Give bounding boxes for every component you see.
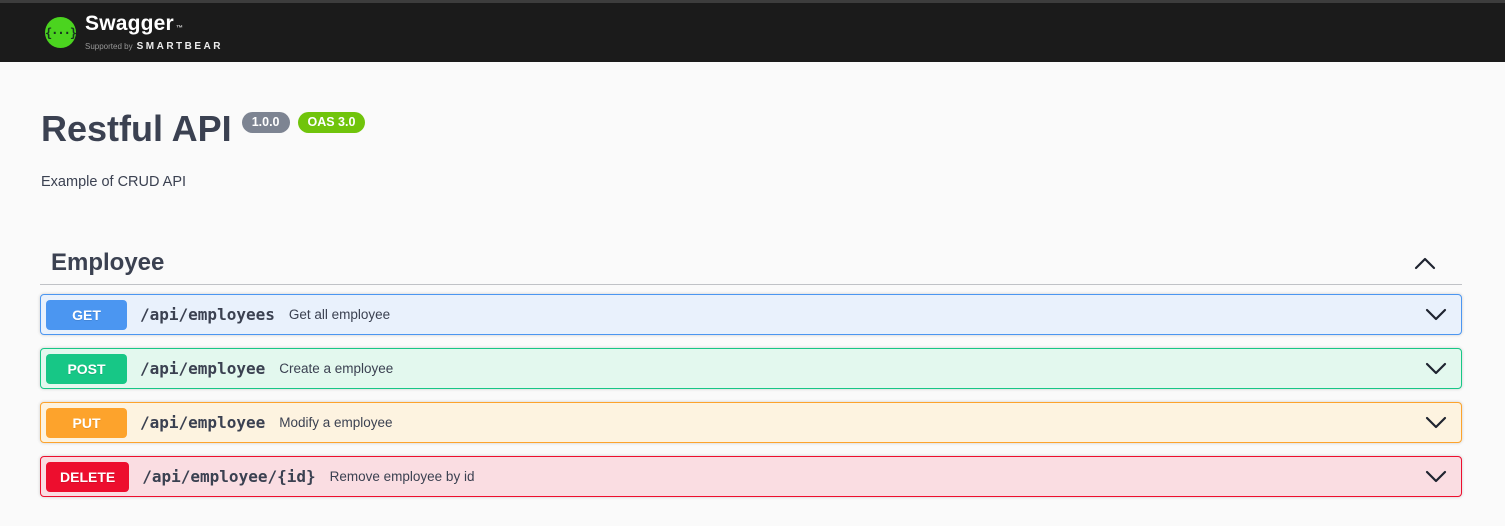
endpoint-summary: Get all employee (288, 307, 391, 323)
tag-title: Employee (51, 249, 165, 277)
expand-operation-button[interactable] (1425, 416, 1447, 429)
operations-list: GET /api/employees Get all employee POST… (40, 285, 1462, 498)
operation-row-get[interactable]: GET /api/employees Get all employee (40, 294, 1462, 336)
api-title-text: Restful API (41, 108, 232, 149)
operation-row-delete[interactable]: DELETE /api/employee/{id} Remove employe… (40, 456, 1462, 498)
chevron-down-icon (1425, 308, 1447, 321)
brand-subtitle: Supported by SMARTBEAR (85, 41, 223, 52)
method-badge: DELETE (46, 461, 130, 492)
supported-by-label: Supported by (85, 42, 133, 51)
version-badge: 1.0.0 (241, 112, 290, 133)
chevron-down-icon (1425, 362, 1447, 375)
trademark-symbol: ™ (175, 25, 184, 32)
expand-operation-button[interactable] (1425, 308, 1447, 321)
swagger-logo-icon: {···} (45, 17, 77, 48)
api-description: Example of CRUD API (41, 174, 187, 191)
method-badge: GET (46, 299, 127, 330)
api-doc-main: Restful API 1.0.0 OAS 3.0 Example of CRU… (0, 62, 1505, 498)
tag-section-employee: Employee GET /api/employees Get all empl… (40, 249, 1462, 498)
endpoint-path: /api/employee/{id} (142, 467, 316, 487)
chevron-down-icon (1425, 416, 1447, 429)
operation-row-put[interactable]: PUT /api/employee Modify a employee (40, 402, 1462, 444)
operation-row-post[interactable]: POST /api/employee Create a employee (40, 348, 1462, 390)
endpoint-summary: Modify a employee (279, 415, 393, 431)
method-badge: PUT (46, 407, 127, 438)
method-badge: POST (46, 353, 127, 384)
tag-section-header[interactable]: Employee (40, 249, 1462, 286)
endpoint-path: /api/employee (140, 413, 266, 433)
page-title: Restful API 1.0.0 OAS 3.0 (40, 107, 1462, 150)
api-info: Restful API 1.0.0 OAS 3.0 Example of CRU… (40, 62, 1462, 190)
expand-operation-button[interactable] (1425, 362, 1447, 375)
endpoint-path: /api/employee (140, 359, 266, 379)
expand-operation-button[interactable] (1425, 470, 1447, 483)
chevron-down-icon (1425, 470, 1447, 483)
oas-badge: OAS 3.0 (297, 112, 366, 133)
smartbear-label: SMARTBEAR (136, 41, 223, 52)
endpoint-summary: Remove employee by id (329, 469, 475, 485)
collapse-section-button[interactable] (1414, 257, 1436, 270)
chevron-up-icon (1414, 257, 1436, 270)
endpoint-path: /api/employees (140, 305, 275, 325)
endpoint-summary: Create a employee (279, 361, 394, 377)
